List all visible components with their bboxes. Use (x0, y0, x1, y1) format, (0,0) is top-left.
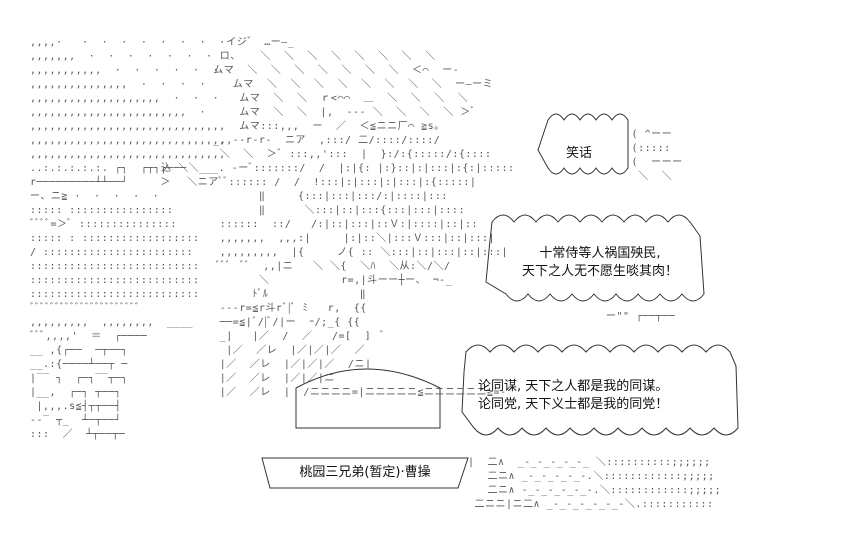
ascii-art-right-middle: ー"" ┌──┬── (606, 311, 676, 322)
laugh-bubble-text: 笑话 (566, 146, 593, 161)
art-frag-low-a: ≦ニニニニニニ≧=- (417, 387, 507, 398)
ascii-art-top-left: ,,,,· · · · · · · · · ,,,,,,, · · · · · … (30, 37, 226, 202)
art-frag-mid-a: ニア (284, 135, 306, 146)
ascii-art-left-middle: ::::: :::::::::::::::: ﾞﾞﾞﾞ=＞ﾞ :::::::::… (30, 205, 200, 440)
art-frag-top-f: ムマ (239, 107, 261, 118)
ascii-art-central: イジ゛ …ー—_ ロ、 ＼ ＼ ＼ ＼ ＼ ＼ ＼ ＼ ムマ ＼ ＼ ＼ ＼ ＼… (161, 37, 515, 398)
ascii-art-right-top: ( ^ーー (::::: ( ーーー ＼ ＼ (631, 129, 683, 182)
caption-box-outline (261, 457, 469, 489)
head-outline (295, 368, 441, 429)
colleagues-line-2: 论同党, 天下义士都是我的同党！ (478, 397, 669, 412)
eunuchs-line-2: 天下之人无不愿生啖其肉！ (521, 264, 678, 279)
art-frag-top-b: ロ、 (219, 51, 241, 62)
character-caption: 桃园三兄弟(暂定)·曹操 (299, 465, 431, 480)
colleagues-line-1: 论同谋, 天下之人都是我的同谋。 (478, 379, 669, 394)
laugh-bubble-outline (537, 113, 629, 175)
art-frag-mid-b: 込 ＼＼___. - (161, 163, 239, 174)
art-frag-top-c: ムマ (213, 65, 235, 76)
art-frag-top-e: ムマ (239, 93, 261, 104)
art-frag-mid-c: ＼ニア (187, 177, 229, 188)
eunuchs-bubble-outline (485, 214, 705, 302)
art-frag-top-d: ムマ (232, 79, 254, 90)
eunuchs-bubble: 十常侍等人祸国殃民, 天下之人无不愿生啖其肉！ (510, 245, 690, 281)
colleagues-bubble-outline (461, 344, 739, 436)
eunuchs-line-1: 十常侍等人祸国殃民, (539, 246, 661, 261)
colleagues-bubble: 论同谋, 天下之人都是我的同谋。 论同党, 天下义士都是我的同党！ (478, 378, 706, 414)
art-frag-top-a: イジ゛ …ー—_ (226, 37, 295, 48)
art-frag-mid-d: ＜≦ニニ厂⌒ ≧s。 (359, 121, 445, 132)
ascii-art-bottom-right: | 二∧ _-_-_-_-_-_ ＼::::::::::;;;;;; 二ニ∧ _… (468, 457, 722, 510)
art-frag-mid-e: r=,|斗ーー┼ー、 ¬-_ (341, 275, 453, 286)
